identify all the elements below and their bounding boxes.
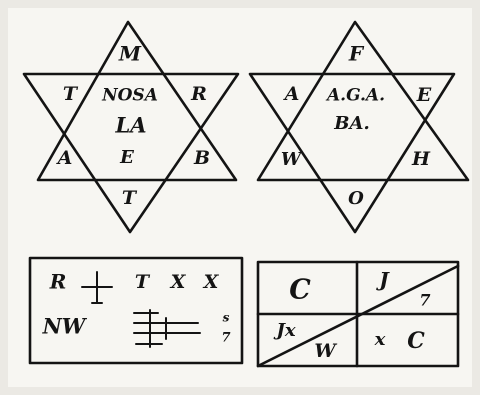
right-box-bottom-left-letters: Jx: [273, 320, 296, 341]
left-star-top-letter: M: [118, 42, 142, 66]
left-star-lower-left-letter: A: [56, 147, 73, 169]
right-star-down-triangle: [248, 72, 456, 234]
left-box-seal: R T X X NW s 7: [28, 256, 244, 365]
right-star-top-letter: F: [348, 42, 365, 66]
right-box-bottom-left-letter: W: [314, 340, 337, 362]
left-box-row1-letter-c: X: [170, 271, 187, 293]
left-box-row2-letters: NW: [42, 314, 88, 339]
right-box-seal: C J 7 Jx W x C: [256, 260, 460, 368]
right-star-center-line-1: A.G.A.: [325, 86, 385, 106]
right-box-top-right-letter: J: [375, 268, 390, 292]
right-star-up-triangle: [256, 20, 470, 182]
right-star-upper-left-letter: A: [283, 83, 300, 105]
right-box-bottom-right-letter: x: [374, 329, 386, 350]
left-star-upper-right-letter: R: [190, 83, 207, 105]
left-star-up-triangle: [36, 20, 238, 182]
left-star-upper-left-letter: T: [63, 83, 79, 105]
left-star-bottom-letter: T: [122, 187, 138, 209]
right-box-bottom-right-c: C: [407, 328, 425, 354]
left-star-down-triangle: [22, 72, 240, 234]
left-star-lower-right-letter: B: [193, 147, 210, 169]
right-star-center-line-2: BA.: [333, 113, 369, 134]
right-star-upper-right-letter: E: [416, 84, 432, 106]
left-box-row2-small-digit: 7: [221, 331, 230, 346]
right-star-seal: F A E A.G.A. BA. W H O: [248, 20, 470, 234]
left-box-cross-sigil: [81, 271, 113, 304]
right-box-top-right-digit: 7: [419, 291, 430, 310]
left-star-seal: M T R NOSA LA E A B T: [22, 20, 240, 234]
right-box-diagonal-line: [256, 264, 460, 368]
right-star-bottom-letter: O: [348, 188, 364, 209]
left-star-center-line-2: LA: [114, 113, 146, 138]
left-box-bar-sigil: [133, 309, 201, 348]
paper-background: [8, 8, 472, 387]
right-star-lower-right-letter: H: [411, 148, 431, 170]
left-star-center-line-3: E: [119, 147, 134, 168]
left-box-frame: [28, 256, 244, 365]
left-box-row1-letter-a: R: [49, 270, 67, 294]
left-star-center-line-1: NOSA: [101, 86, 158, 106]
right-star-lower-left-letter: W: [281, 149, 303, 170]
left-box-row1-letter-b: T: [135, 271, 151, 293]
right-box-top-left-letter: C: [289, 275, 311, 306]
left-box-row1-letter-d: X: [203, 271, 220, 293]
left-box-row2-small-letter: s: [223, 311, 230, 325]
